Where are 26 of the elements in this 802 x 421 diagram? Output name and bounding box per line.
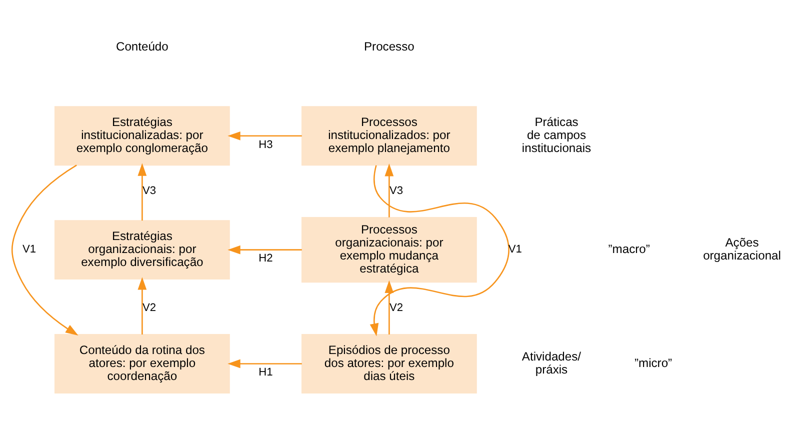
edge-label: H2 xyxy=(258,252,273,264)
label: ”micro” xyxy=(634,355,672,370)
node-box: Processos organizacionais: por exemplo mudança estratégica xyxy=(301,216,477,282)
edge-label: H1 xyxy=(258,366,273,378)
label: Atividades/ práxis xyxy=(522,348,582,376)
arrow xyxy=(370,164,510,336)
node-box: Estratégias institucionalizadas: por exemplo conglomeração xyxy=(54,106,230,166)
arrow xyxy=(11,164,78,335)
arrow xyxy=(228,244,302,254)
arrow xyxy=(228,358,302,368)
node-box: Conteúdo da rotina dos atores: por exemplo coordenação xyxy=(54,334,230,393)
label: ”macro” xyxy=(608,241,650,256)
arrow xyxy=(384,280,394,334)
arrow xyxy=(228,130,302,140)
edge-label: V1 xyxy=(22,243,36,256)
arrow xyxy=(138,276,147,334)
edge-label: H3 xyxy=(258,138,273,150)
arrow xyxy=(384,162,394,217)
label: Conteúdo xyxy=(116,38,168,53)
label: Ações organizacional xyxy=(703,234,781,262)
label: Processo xyxy=(364,38,414,53)
node-box: Processos institucionalizados: por exemplo planejamento xyxy=(301,106,477,166)
node-box: Episódios de processo dos atores: por exemplo dias úteis xyxy=(301,334,477,393)
label: Práticas de campos institucionais xyxy=(522,114,592,155)
arrow xyxy=(138,162,147,220)
node-box: Estratégias organizacionais: por exemplo diversificação xyxy=(54,220,230,280)
